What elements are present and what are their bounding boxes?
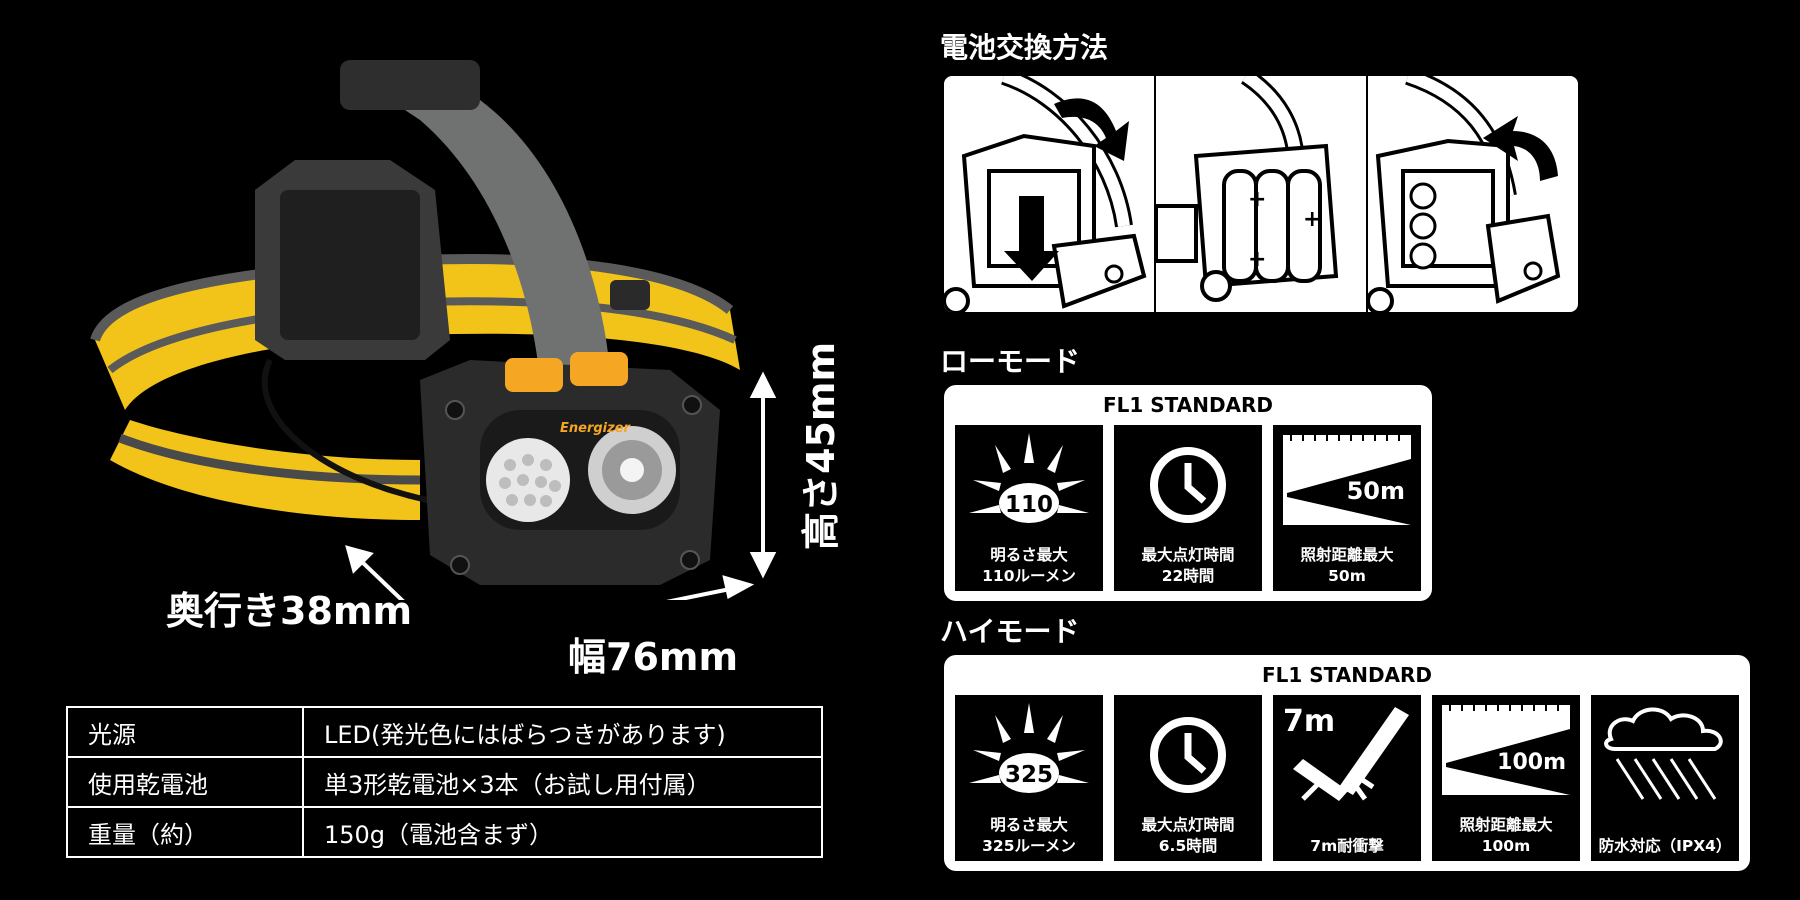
brand-logo: Energizer — [560, 421, 632, 436]
open-cover-illustration — [944, 76, 1147, 312]
headlamp-illustration: Energizer — [90, 60, 777, 600]
brightness-icon: 325 — [969, 703, 1089, 793]
waterproof-tile: 防水対応（IPX4） — [1591, 695, 1739, 861]
tile-caption: 明るさ最大 325ルーメン — [982, 816, 1076, 855]
spec-label: 使用乾電池 — [66, 756, 304, 808]
table-row: 重量（約） 150g（電池含まず） — [66, 806, 823, 858]
beam-distance-icon: 50m — [1283, 435, 1411, 525]
beam-distance-icon: 100m — [1442, 705, 1570, 795]
orange-button-left — [505, 358, 563, 392]
spec-label: 重量（約） — [66, 806, 304, 858]
fl1-standard-label: FL1 STANDARD — [1102, 393, 1274, 417]
svg-text:+: + — [1248, 187, 1266, 212]
gray-top-strap — [390, 100, 610, 380]
insert-batteries-illustration: + + + — [1156, 76, 1339, 302]
spec-value: 150g（電池含まず） — [302, 806, 823, 858]
brightness-icon: 110 — [969, 433, 1089, 523]
impact-resistance-tile: 7m 7m耐衝撃 — [1273, 695, 1421, 861]
low-distance-tile: 50m 照射距離最大 50m — [1273, 425, 1421, 591]
impact-height-value: 7m — [1283, 704, 1335, 739]
depth-dimension-label: 奥行き38mm — [166, 589, 413, 633]
orange-button-right — [570, 352, 628, 386]
low-lumen-value: 110 — [1005, 492, 1053, 518]
spec-table: 光源 LED(発光色にはばらつきがあります) 使用乾電池 単3形乾電池×3本（お… — [66, 706, 823, 858]
table-row: 使用乾電池 単3形乾電池×3本（お試し用付属） — [66, 756, 823, 808]
fl1-standard-label: FL1 STANDARD — [1261, 663, 1433, 687]
width-dimension-label: 幅76mm — [568, 635, 739, 679]
tile-caption: 照射距離最大 50m — [1300, 546, 1394, 585]
tile-caption: 明るさ最大 110ルーメン — [982, 546, 1076, 585]
high-runtime-tile: 最大点灯時間 6.5時間 — [1114, 695, 1262, 861]
spec-label: 光源 — [66, 706, 304, 758]
close-cover-illustration — [1368, 76, 1561, 312]
high-distance-tile: 100m 照射距離最大 100m — [1432, 695, 1580, 861]
low-runtime-tile: 最大点灯時間 22時間 — [1114, 425, 1262, 591]
svg-text:+: + — [1303, 207, 1321, 232]
battery-steps-panel: + + + — [944, 76, 1578, 312]
low-mode-title: ローモード — [940, 345, 1081, 378]
high-brightness-tile: 325 明るさ最大 325ルーメン — [955, 695, 1103, 861]
clock-icon — [1150, 447, 1226, 523]
battery-step-1 — [944, 76, 1154, 312]
battery-step-3 — [1366, 76, 1578, 312]
tile-caption: 7m耐衝撃 — [1310, 837, 1384, 855]
clock-icon — [1150, 717, 1226, 793]
spec-value: LED(発光色にはばらつきがあります) — [302, 706, 823, 758]
impact-resistance-icon: 7m — [1283, 704, 1409, 801]
height-dimension-label: 高さ45mm — [799, 341, 843, 550]
tile-caption: 防水対応（IPX4） — [1598, 837, 1732, 855]
battery-section-title: 電池交換方法 — [940, 31, 1109, 64]
high-distance-value: 100m — [1497, 750, 1566, 775]
low-distance-value: 50m — [1347, 477, 1405, 505]
low-brightness-tile: 110 明るさ最大 110ルーメン — [955, 425, 1103, 591]
dimension-arrows — [345, 371, 777, 600]
spec-value: 単3形乾電池×3本（お試し用付属） — [302, 756, 823, 808]
tile-caption: 照射距離最大 100m — [1459, 816, 1553, 855]
rain-cloud-icon — [1604, 707, 1723, 800]
tile-caption: 最大点灯時間 22時間 — [1141, 546, 1235, 585]
low-mode-panel: FL1 STANDARD 110 明るさ最大 110ルーメン 最 — [944, 385, 1432, 601]
svg-text:+: + — [1248, 247, 1266, 272]
battery-step-2: + + + — [1154, 76, 1366, 312]
high-lumen-value: 325 — [1005, 762, 1053, 788]
high-mode-title: ハイモード — [940, 615, 1080, 648]
table-row: 光源 LED(発光色にはばらつきがあります) — [66, 706, 823, 758]
high-mode-panel: FL1 STANDARD 325 明るさ最大 325ルーメン 最 — [944, 655, 1750, 871]
tile-caption: 最大点灯時間 6.5時間 — [1141, 816, 1235, 855]
